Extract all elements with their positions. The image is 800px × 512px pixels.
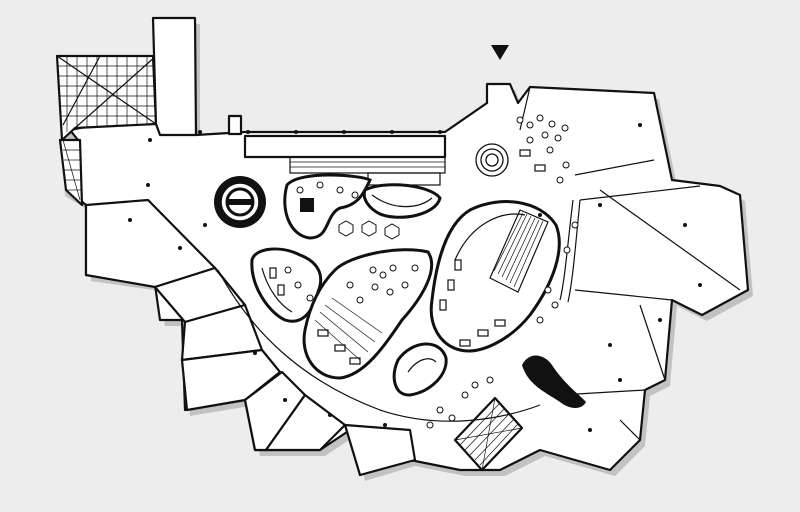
escalator-bank [489,209,549,293]
structural-columns [128,123,702,432]
zone-round-column [214,176,266,228]
zone-north-dining-pod [283,173,442,240]
zone-north-corridor [243,134,447,186]
zone-glass-canopy [55,54,158,207]
hexagon-kiosks [338,220,400,240]
zone-perimeter-rooms-west [84,198,417,477]
zone-south-stair [453,396,524,472]
zone-small-island-south [392,342,448,397]
zone-central-island-middle [302,248,434,380]
down-triangle-icon [491,45,509,60]
circulation-arc [217,269,541,422]
zone-tower-block [151,16,243,137]
concentric-circle-ornament [475,143,509,177]
zone-central-island-east [429,200,561,353]
seating-clusters [269,114,579,429]
zone-perimeter-rooms-east [519,86,741,441]
